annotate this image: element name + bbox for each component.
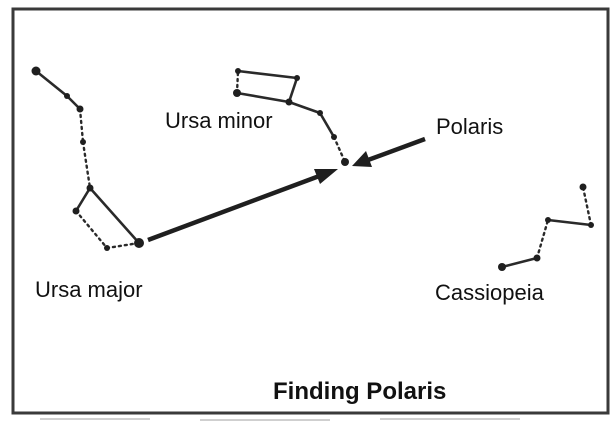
cassiopeia-star — [588, 222, 594, 228]
ursa-major-pointer-star — [134, 238, 144, 248]
pointer-arrow — [147, 169, 338, 243]
ursa-major-bowl-segment — [88, 186, 141, 245]
cassiopeia-label: Cassiopeia — [435, 280, 545, 305]
ursa-major-star — [76, 105, 84, 113]
polaris-star — [341, 158, 349, 166]
ursa-major-handle-segment — [34, 69, 69, 98]
ursa-major-star — [104, 245, 110, 251]
ursa-minor-label: Ursa minor — [165, 108, 273, 133]
ursa-major-constellation — [31, 66, 144, 251]
scan-noise — [40, 418, 520, 421]
polaris-label-arrow-head — [352, 151, 372, 167]
ursa-minor-bowl-segment — [235, 91, 291, 104]
ursa-minor-star — [331, 134, 337, 140]
ursa-minor-star — [317, 110, 323, 116]
pointer-arrow-shaft — [147, 172, 323, 243]
ursa-minor-star — [285, 98, 293, 106]
ursa-minor-bowl-segment — [235, 69, 240, 95]
ursa-major-label: Ursa major — [35, 277, 143, 302]
pointer-arrow-head — [314, 169, 338, 184]
ursa-major-handle-segment — [78, 107, 85, 144]
diagram-frame — [11, 7, 610, 415]
ursa-minor-star — [233, 89, 241, 97]
polaris-label-arrow-shaft — [367, 136, 426, 163]
ursa-major-bowl-segment — [74, 186, 92, 213]
cassiopeia-segment — [500, 256, 539, 269]
cassiopeia-segment — [546, 218, 593, 227]
ursa-minor-bowl-segment — [236, 69, 299, 80]
ursa-major-star — [86, 184, 94, 192]
ursa-minor-bowl-segment — [287, 76, 299, 104]
cassiopeia-star — [545, 217, 551, 223]
ursa-minor-handle-segment — [318, 111, 336, 139]
ursa-minor-star — [235, 68, 241, 74]
cassiopeia-segment — [535, 218, 550, 260]
ursa-major-handle-segment — [81, 140, 92, 190]
cassiopeia-constellation — [498, 183, 594, 271]
polaris-label-arrow — [352, 136, 426, 167]
cassiopeia-star — [579, 183, 587, 191]
cassiopeia-star — [533, 254, 541, 262]
ursa-major-star — [64, 93, 70, 99]
ursa-major-bowl-segment — [74, 209, 109, 250]
ursa-major-bowl-segment — [105, 241, 141, 250]
ursa-minor-star — [294, 75, 300, 81]
ursa-minor-handle-segment — [287, 100, 322, 115]
ursa-major-star — [31, 66, 41, 76]
ursa-minor-handle-segment — [332, 135, 347, 164]
ursa-major-star — [72, 207, 80, 215]
ursa-minor-constellation — [233, 68, 349, 166]
ursa-major-star — [80, 139, 86, 145]
cassiopeia-segment — [581, 185, 593, 227]
cassiopeia-star — [498, 263, 506, 271]
figure-title: Finding Polaris — [273, 378, 446, 405]
polaris-label: Polaris — [436, 114, 503, 139]
